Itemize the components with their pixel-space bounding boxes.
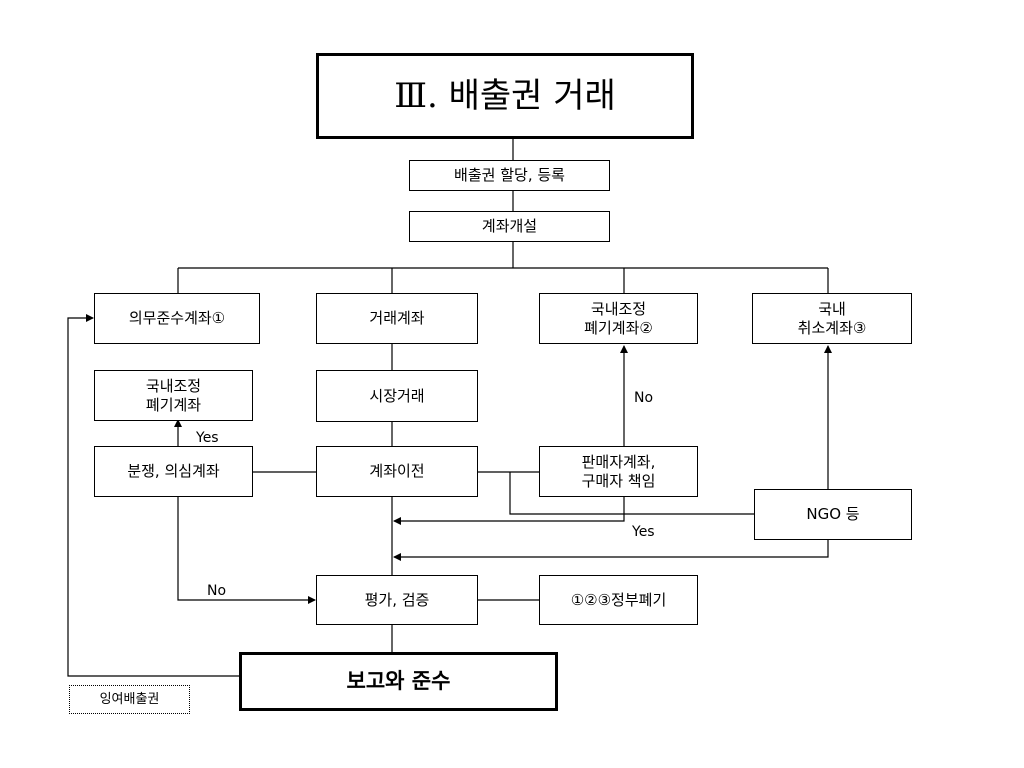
compliance-account-box: 의무준수계좌① [94,293,260,344]
account-transfer-box: 계좌이전 [316,446,478,497]
trading-account-box: 거래계좌 [316,293,478,344]
report-compliance-box: 보고와 준수 [239,652,558,711]
yes-label-dispute: Yes [196,430,219,446]
yes-label-seller: Yes [632,524,655,540]
allocation-registration-box: 배출권 할당, 등록 [409,160,610,191]
market-trading-box: 시장거래 [316,370,478,422]
no-label-dispute: No [207,583,227,599]
arrow-report-compliance [67,314,239,677]
domestic-cancel-account-3-box: 국내 취소계좌③ [752,293,912,344]
dispute-suspicious-account-box: 분쟁, 의심계좌 [94,446,253,497]
surplus-allowance-box: 잉여배출권 [69,685,190,714]
page-title: Ⅲ. 배출권 거래 [316,53,694,139]
domestic-adjust-retire-account-2-box: 국내조정 폐기계좌② [539,293,698,344]
domestic-adjust-retire-account-box: 국내조정 폐기계좌 [94,370,253,421]
no-label-seller: No [634,390,654,406]
evaluation-verification-box: 평가, 검증 [316,575,478,625]
arrow-dispute-evaluation [177,497,316,604]
arrow-seller-transfer [393,497,625,525]
connector-transfer-ngo [509,472,754,515]
ngo-box: NGO 등 [754,489,912,540]
government-retirement-box: ①②③정부폐기 [539,575,698,625]
account-opening-box: 계좌개설 [409,211,610,242]
seller-buyer-responsibility-box: 판매자계좌, 구매자 책임 [539,446,698,497]
arrow-ngo-transfer [393,540,829,561]
